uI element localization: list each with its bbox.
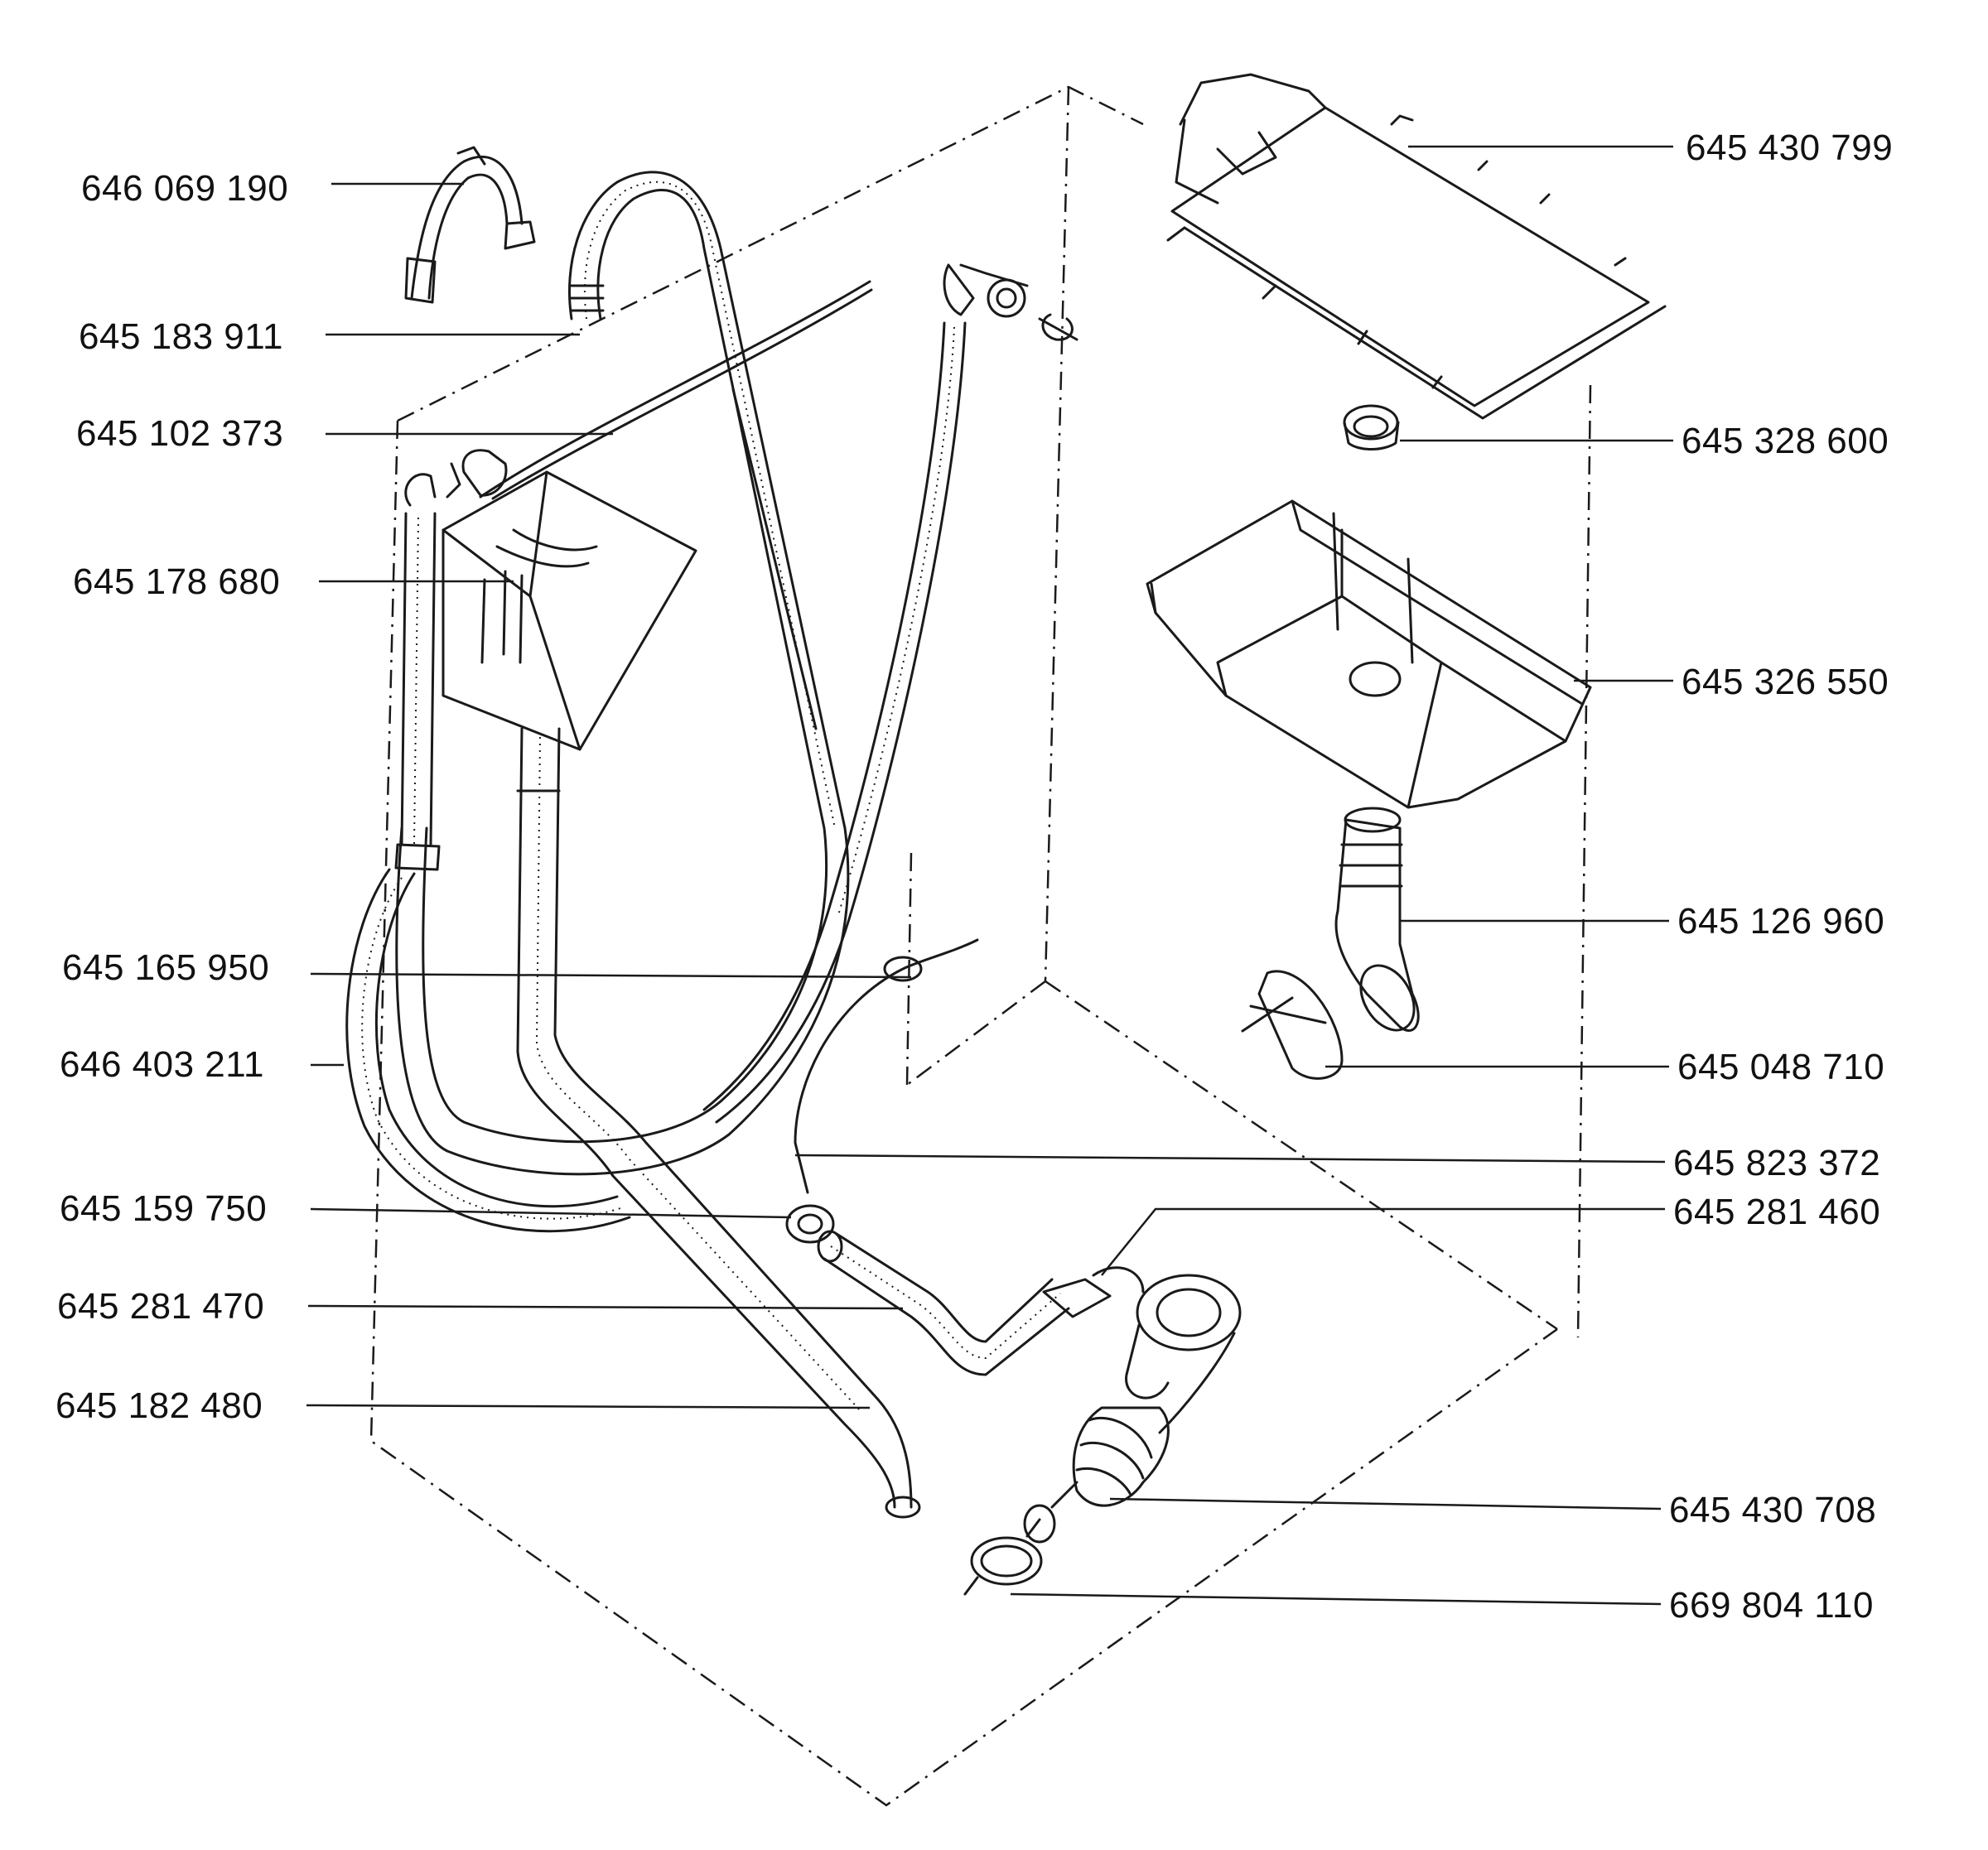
part-669-804-110-clamp [963,1504,1056,1596]
part-number-label: 645 182 480 [55,1385,263,1426]
part-number-label: 646 069 190 [81,168,289,209]
part-number-label: 645 159 750 [60,1188,268,1229]
part-645-178-680-dispenser-box [442,449,697,751]
part-number-label: 645 328 600 [1682,421,1889,461]
part-645-159-750-grommet [785,1204,835,1244]
cabinet-outline [369,85,1592,1807]
part-645-182-480-pipe [516,727,921,1519]
part-number-label: 645 430 708 [1669,1490,1877,1530]
part-645-430-708-sump-hose [1050,1274,1242,1509]
part-645-823-372-hose [794,938,979,1194]
part-646-069-190-hose-hook [404,146,536,304]
part-number-label: 646 403 211 [60,1044,264,1085]
part-number-label: 645 165 950 [62,947,270,988]
part-645-430-799-cover-plate [1166,73,1667,420]
part-645-326-550-tray [1146,499,1592,809]
part-number-label: 645 281 470 [57,1286,265,1327]
part-number-label: 645 326 550 [1682,662,1889,702]
part-645-102-373-tube [479,280,873,730]
part-645-328-600-ring [1343,404,1400,450]
part-number-label: 645 102 373 [76,413,284,454]
part-645-048-710-flap [1241,970,1344,1080]
part-number-label: 645 178 680 [73,561,281,602]
part-number-label: 645 048 710 [1677,1047,1885,1087]
part-number-label: 645 430 799 [1686,128,1894,168]
part-645-126-960-bellows [1334,807,1420,1032]
part-number-label: 669 804 110 [1669,1585,1874,1626]
part-number-label: 645 126 960 [1677,901,1885,942]
part-645-281-470-hose [817,1230,1070,1376]
part-645-281-460-hose [1042,1266,1145,1318]
leader-lines [306,145,1673,1606]
part-number-label: 645 183 911 [79,316,283,357]
part-646-403-211-inlet-hose [345,473,631,1233]
part-645-183-911-drain-hose [395,171,850,1176]
part-number-label: 645 823 372 [1673,1143,1881,1183]
part-number-label: 645 281 460 [1673,1192,1881,1232]
part-right-inlet-hose [702,263,1078,1124]
